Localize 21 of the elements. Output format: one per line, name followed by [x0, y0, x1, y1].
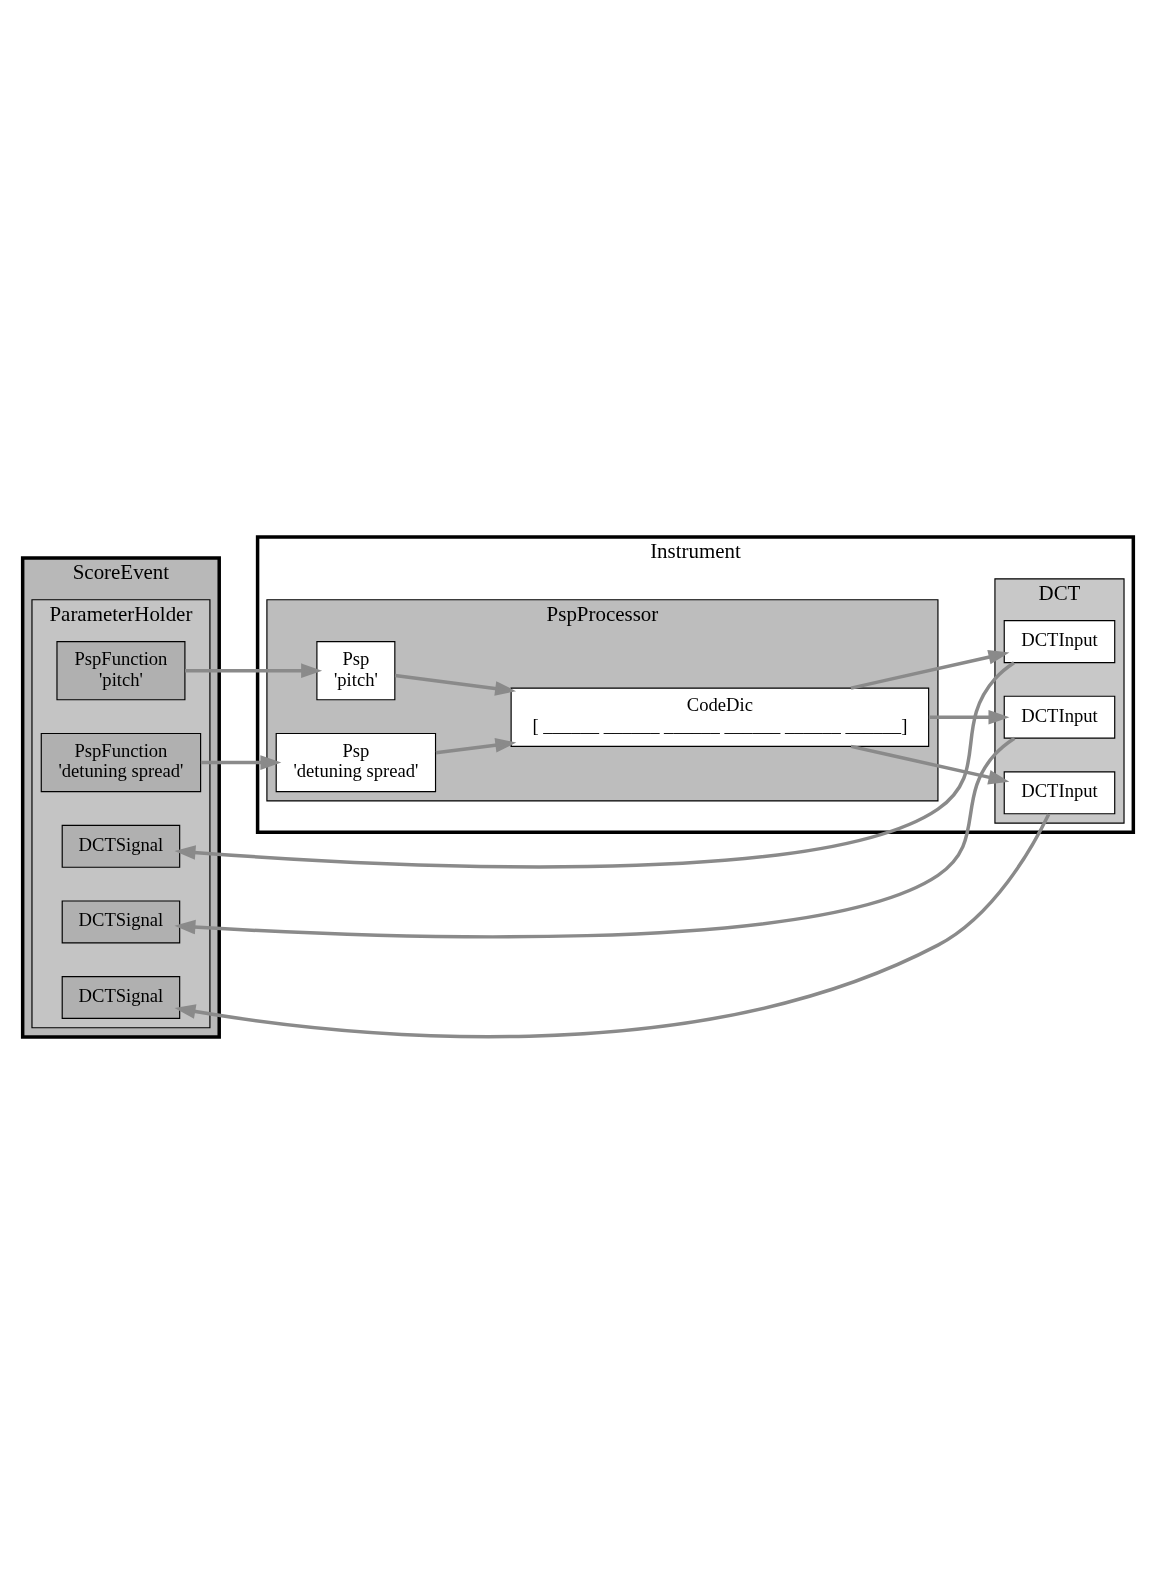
- node-box: Psp 'detuning spread': [275, 732, 437, 792]
- node-box: DCTInput: [1003, 695, 1116, 739]
- arrow: [435, 737, 517, 754]
- node-box: PspFunction 'detuning spread': [40, 732, 202, 792]
- node-box: CodeDic [ ______ ______ ______ ______ ______ ______]: [510, 687, 930, 747]
- arrow: [174, 660, 1015, 869]
- arrow: [394, 673, 517, 696]
- node-box: DCTInput: [1003, 770, 1116, 814]
- node-box: DCTSignal: [61, 899, 181, 943]
- node-box: DCTSignal: [61, 975, 181, 1019]
- arrow: [174, 812, 1051, 1038]
- node-box: DCTSignal: [61, 824, 181, 868]
- node-box: Psp 'pitch': [316, 640, 396, 700]
- arrow: [928, 709, 1010, 725]
- arrow: [850, 649, 1010, 690]
- arrow: [185, 662, 323, 678]
- arrow: [200, 754, 282, 770]
- node-box: PspFunction 'pitch': [56, 640, 186, 700]
- arrow: [850, 744, 1010, 784]
- node-box: DCTInput: [1003, 619, 1116, 663]
- arrow: [174, 736, 1016, 938]
